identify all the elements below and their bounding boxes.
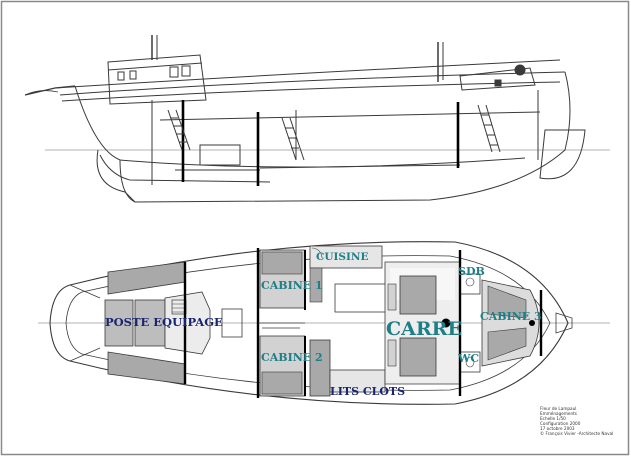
label-cuisine: CUISINE <box>316 251 369 263</box>
companion-ladder-aft <box>477 104 501 153</box>
label-cabine-1: CABINE 1 <box>261 279 323 292</box>
caption-line-3: Echelle 1/50 <box>540 416 566 421</box>
keel <box>96 149 136 203</box>
saloon-area <box>384 261 461 385</box>
caption-line-2: Emménagements <box>540 411 577 416</box>
hull-bottom <box>74 71 571 203</box>
cabin-3-area <box>481 279 573 367</box>
caption-line-4: Configuration 2000 <box>540 421 581 426</box>
caption-line-6: © François Vivier -Architecte Naval <box>540 431 613 436</box>
mast-step <box>441 318 451 328</box>
cabin-1-area <box>259 249 306 310</box>
label-cabine-3: CABINE 3 <box>480 310 542 323</box>
mizzen-step <box>529 320 535 326</box>
caption-line-5: 17 octobre 2003 <box>540 426 575 431</box>
label-carre: CARRE <box>386 318 462 340</box>
label-sdb: SDB <box>458 265 485 278</box>
label-lits-clots: LITS CLOTS <box>330 385 405 398</box>
bathroom-area <box>459 273 481 373</box>
companion-ladder-mid <box>281 117 305 161</box>
caption-line-1: Fleur de Lampaul <box>540 406 576 411</box>
crew-bunks <box>104 261 243 385</box>
cabin-2-area <box>259 335 306 397</box>
label-cabine-2: CABINE 2 <box>261 351 323 364</box>
companion-ladder-fwd <box>167 109 191 151</box>
label-poste-equipage: POSTE EQUIPAGE <box>105 315 223 329</box>
wheelhouse <box>107 54 207 105</box>
galley-area <box>309 245 388 313</box>
label-wc: WC <box>457 352 479 365</box>
title-block: Fleur de Lampaul Emménagements Echelle 1… <box>540 406 613 436</box>
rudder <box>539 129 586 180</box>
sheer-line <box>54 59 561 89</box>
lits-clots-area <box>309 339 386 397</box>
profile-view <box>24 35 610 203</box>
